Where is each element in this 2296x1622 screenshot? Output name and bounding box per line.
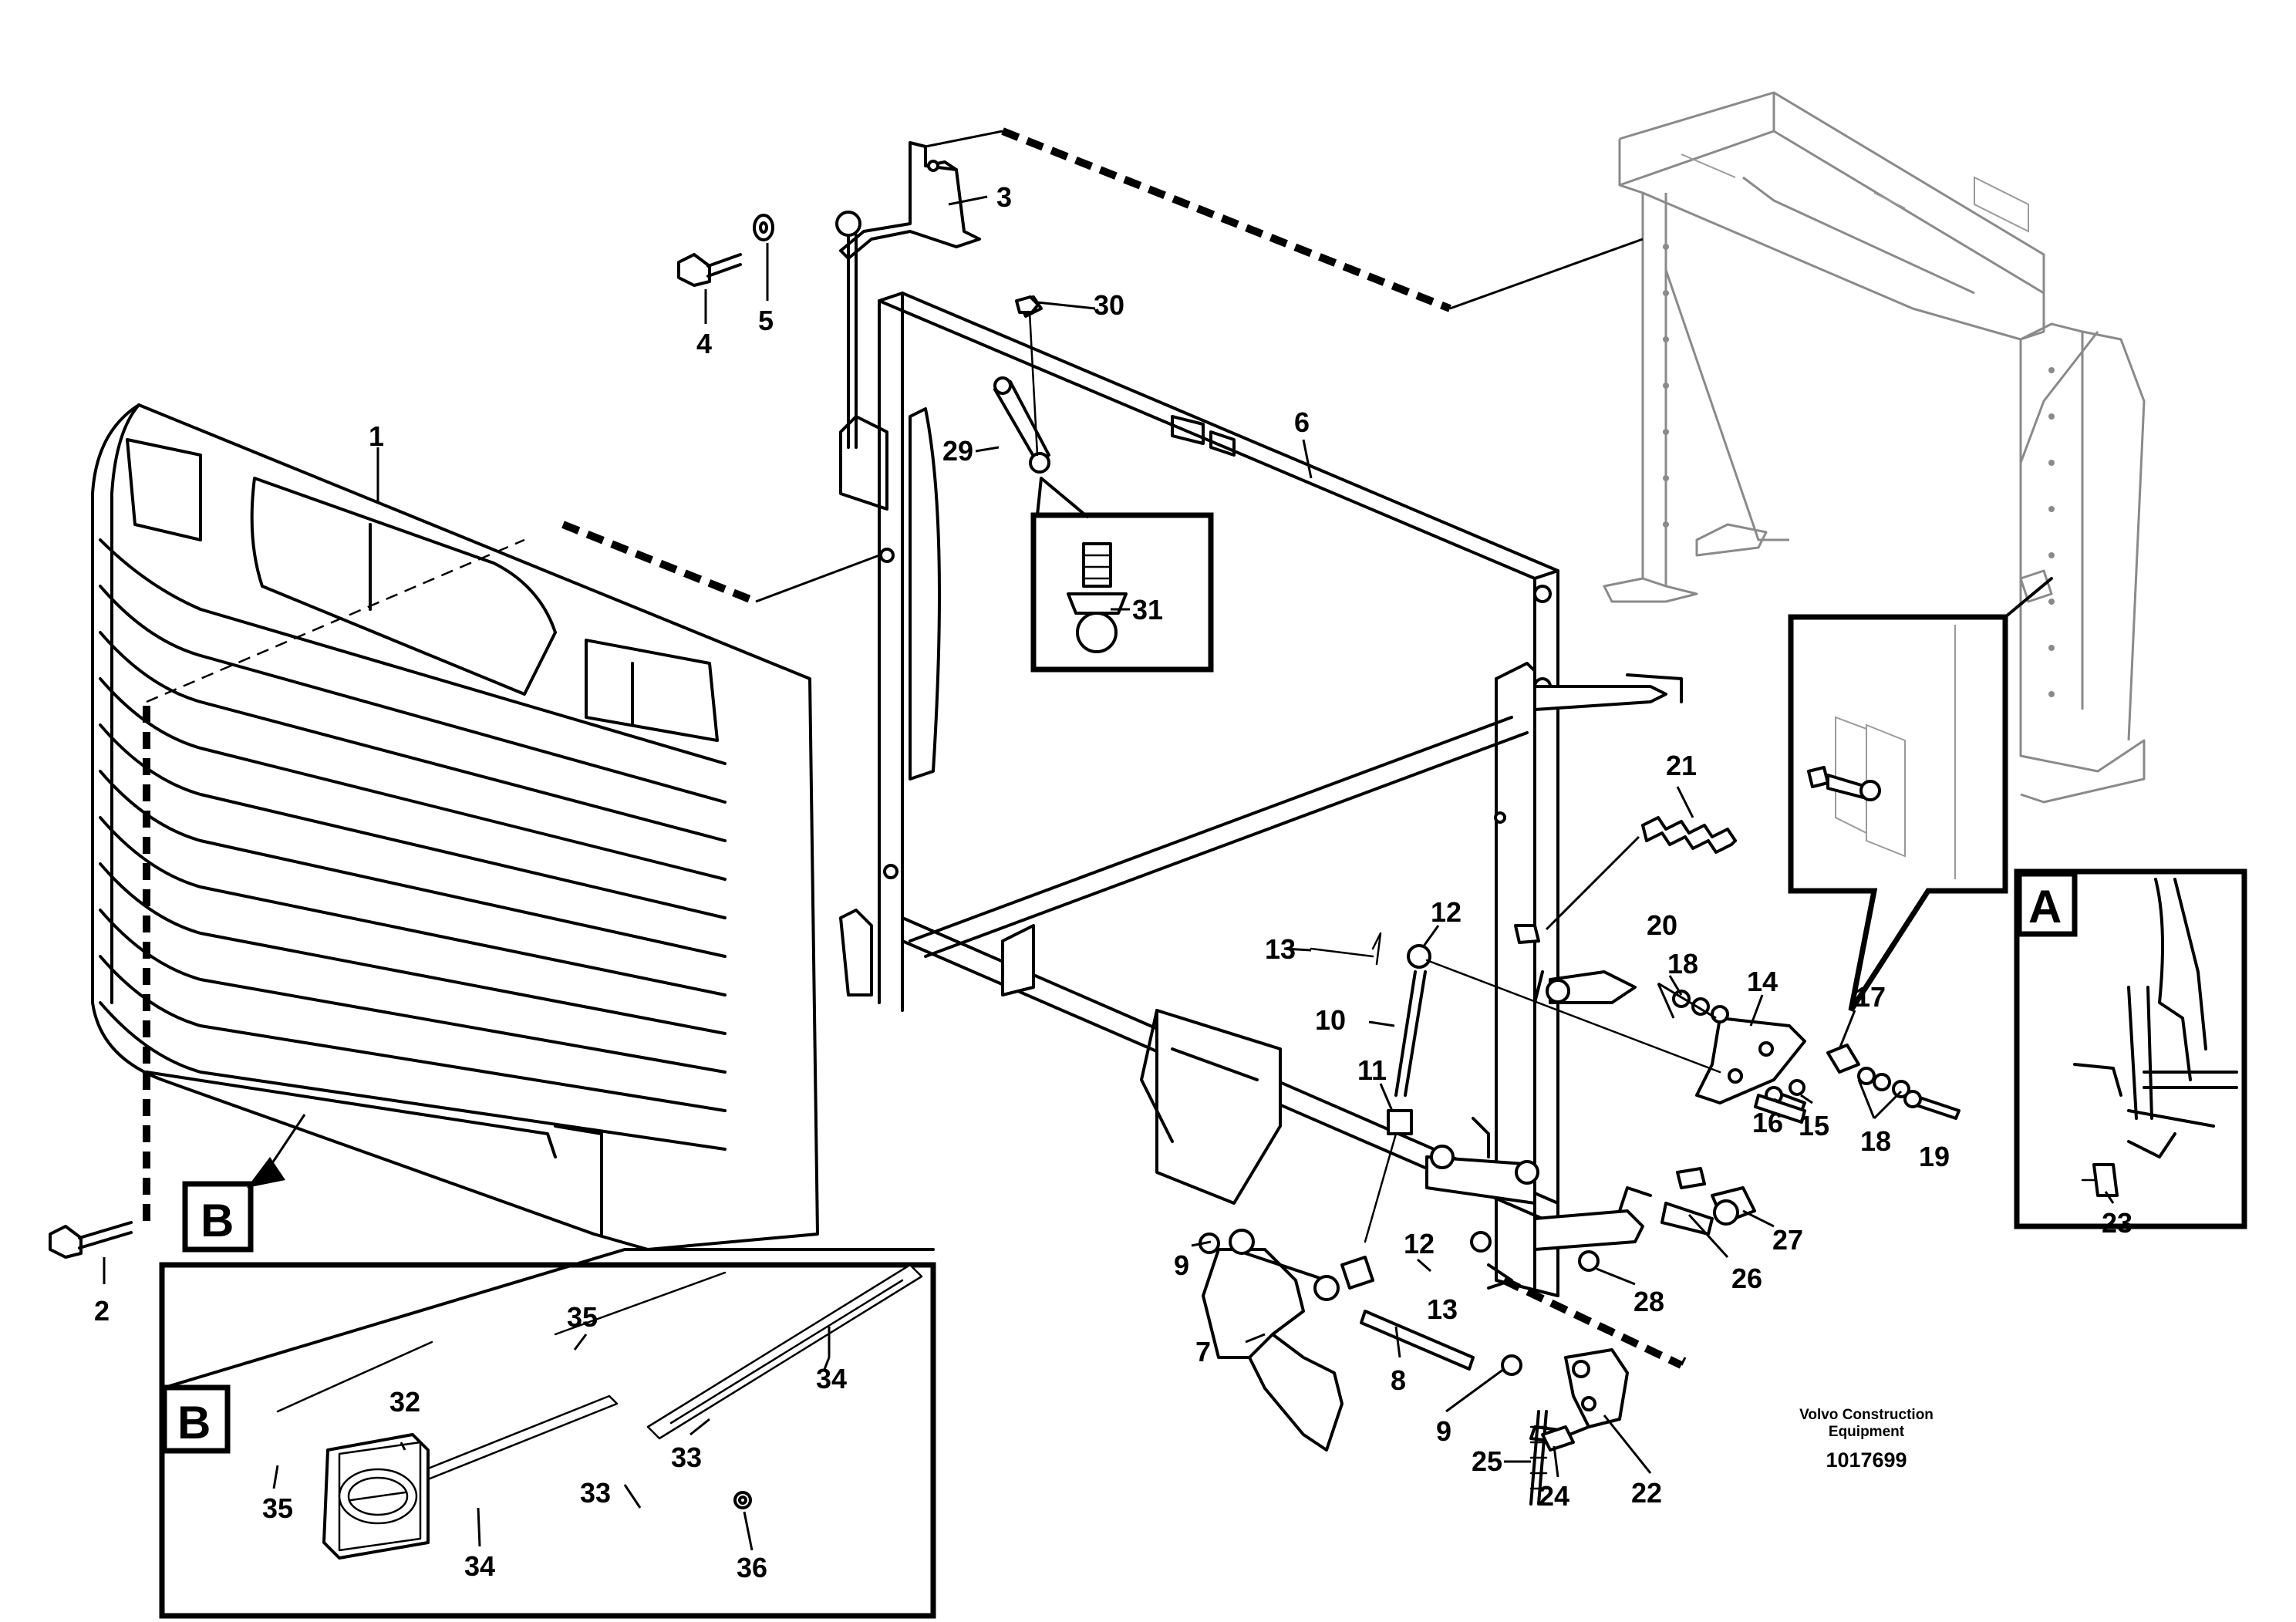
callout-5: 5: [758, 305, 774, 336]
callout-15: 15: [1799, 1110, 1829, 1141]
view-a-letter: A: [2028, 881, 2062, 932]
spring: [1514, 816, 1737, 944]
callout-33b: 33: [671, 1442, 702, 1473]
callout-25: 25: [1472, 1445, 1502, 1477]
leader-lines: [103, 195, 2115, 1551]
callout-9b: 9: [1436, 1415, 1451, 1447]
callout-24: 24: [1539, 1480, 1569, 1512]
ball-stud-detail: [1030, 477, 1214, 673]
top-bolts: [677, 214, 1040, 314]
bottom-bolt: [49, 1221, 133, 1259]
callout-21: 21: [1666, 750, 1697, 781]
latch-assembly: [1425, 959, 1961, 1120]
callout-14: 14: [1747, 966, 1778, 997]
callout-35a: 35: [262, 1492, 293, 1524]
radiator-frame: [839, 292, 1683, 1297]
callout-28: 28: [1633, 1286, 1664, 1317]
small-bolts: [1541, 1094, 1806, 1452]
callout-8: 8: [1391, 1364, 1406, 1396]
brand-line-2: Equipment: [1829, 1424, 1905, 1440]
callout-32: 32: [389, 1386, 420, 1418]
callout-11: 11: [1357, 1054, 1387, 1086]
callout-numbers: 1 2 3 4 5 6 7 8 9 9 10 11 12 12 13 13 14…: [94, 181, 2132, 1583]
callout-10: 10: [1315, 1004, 1346, 1036]
callout-12a: 12: [1431, 896, 1462, 928]
callout-4: 4: [696, 328, 712, 359]
callout-3: 3: [996, 181, 1012, 213]
dashed-connectors: [143, 127, 1687, 1369]
callout-35b: 35: [567, 1301, 598, 1333]
brand-line-1: Volvo Construction: [1799, 1407, 1934, 1423]
callout-36: 36: [737, 1552, 767, 1583]
buffer-parts: [1578, 1186, 1756, 1272]
view-b-inset-letter: B: [177, 1397, 211, 1448]
callout-13b: 13: [1427, 1293, 1458, 1325]
callout-33a: 33: [580, 1477, 611, 1509]
callout-17: 17: [1855, 981, 1886, 1013]
callout-26: 26: [1731, 1263, 1762, 1294]
callout-9a: 9: [1174, 1249, 1189, 1281]
callout-22: 22: [1631, 1477, 1662, 1509]
view-b-marker: B: [182, 1114, 306, 1253]
callout-16: 16: [1752, 1107, 1783, 1138]
support-rod: [1310, 932, 1431, 1243]
chassis-frame: [1603, 91, 2146, 804]
callout-29: 29: [942, 435, 973, 467]
view-b-front-letter: B: [201, 1195, 234, 1246]
callout-18b: 18: [1860, 1125, 1891, 1157]
callout-13a: 13: [1265, 933, 1296, 965]
callout-31: 31: [1132, 594, 1163, 626]
gas-strut: [993, 295, 1050, 474]
lock-lever: [1199, 1229, 1522, 1452]
callout-2: 2: [94, 1295, 110, 1327]
callout-23: 23: [2102, 1207, 2132, 1239]
callout-12b: 12: [1404, 1228, 1435, 1259]
callout-34a: 34: [464, 1550, 495, 1582]
callout-18a: 18: [1667, 948, 1698, 980]
upper-hinge-bracket: [835, 141, 981, 449]
bolt-detail-inset: [1788, 577, 2053, 1012]
callout-30: 30: [1094, 289, 1124, 321]
front-grille: [91, 403, 819, 1251]
callout-19: 19: [1919, 1141, 1950, 1172]
callout-20: 20: [1647, 909, 1677, 941]
view-a-panel: A: [2014, 868, 2247, 1229]
callout-6: 6: [1294, 406, 1310, 438]
callout-27: 27: [1772, 1224, 1803, 1256]
callout-34b: 34: [816, 1363, 847, 1394]
callout-1: 1: [369, 420, 384, 452]
callout-7: 7: [1195, 1336, 1211, 1367]
view-b-panel: B: [159, 1248, 936, 1619]
document-number: 1017699: [1826, 1448, 1907, 1472]
document-footer: Volvo Construction Equipment 1017699: [1799, 1407, 1934, 1472]
